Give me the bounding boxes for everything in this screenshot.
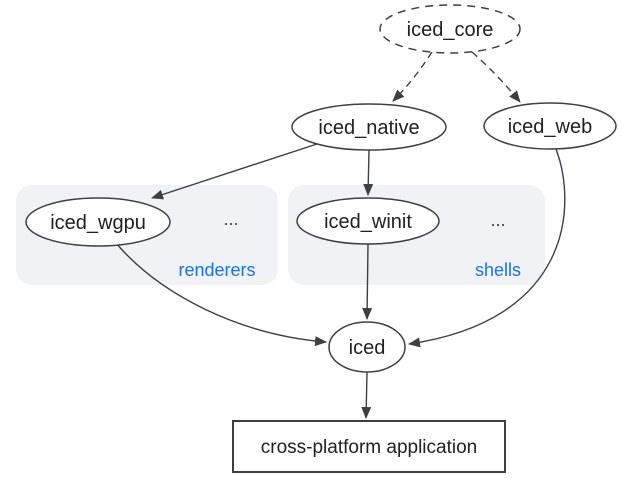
node-app-rect xyxy=(232,420,506,473)
label-group-renderers: renderers xyxy=(178,260,255,280)
edge-iced-to-app-arrow xyxy=(361,371,372,419)
node-iced-wgpu-ellipse xyxy=(25,197,171,247)
edge-core-to-native-arrow xyxy=(392,51,433,102)
edge-wgpu-to-iced-arrow xyxy=(115,242,327,347)
node-iced-native-ellipse xyxy=(291,103,447,151)
edge-native-to-wgpu-arrow xyxy=(151,143,318,200)
label-iced: iced xyxy=(349,337,386,359)
label-iced-web: iced_web xyxy=(508,116,593,138)
node-iced-core-ellipse xyxy=(379,4,521,54)
label-group-shells: shells xyxy=(475,260,521,280)
label-app: cross-platform application xyxy=(261,437,477,458)
ellipsis-shells: ... xyxy=(490,210,505,230)
edge-core-to-web-arrow xyxy=(471,51,521,103)
label-iced-native: iced_native xyxy=(318,117,419,139)
label-iced-wgpu: iced_wgpu xyxy=(50,212,146,234)
label-iced-core: iced_core xyxy=(407,19,494,41)
edge-web-to-iced-arrow xyxy=(408,148,566,348)
label-iced-winit: iced_winit xyxy=(324,211,412,233)
ellipsis-renderers: ... xyxy=(223,209,238,229)
edge-winit-to-iced-arrow xyxy=(362,243,373,320)
edge-native-to-winit-arrow xyxy=(363,149,374,196)
node-iced-winit-ellipse xyxy=(296,197,440,245)
node-iced-web-ellipse xyxy=(483,102,617,150)
node-iced-ellipse xyxy=(328,321,406,373)
